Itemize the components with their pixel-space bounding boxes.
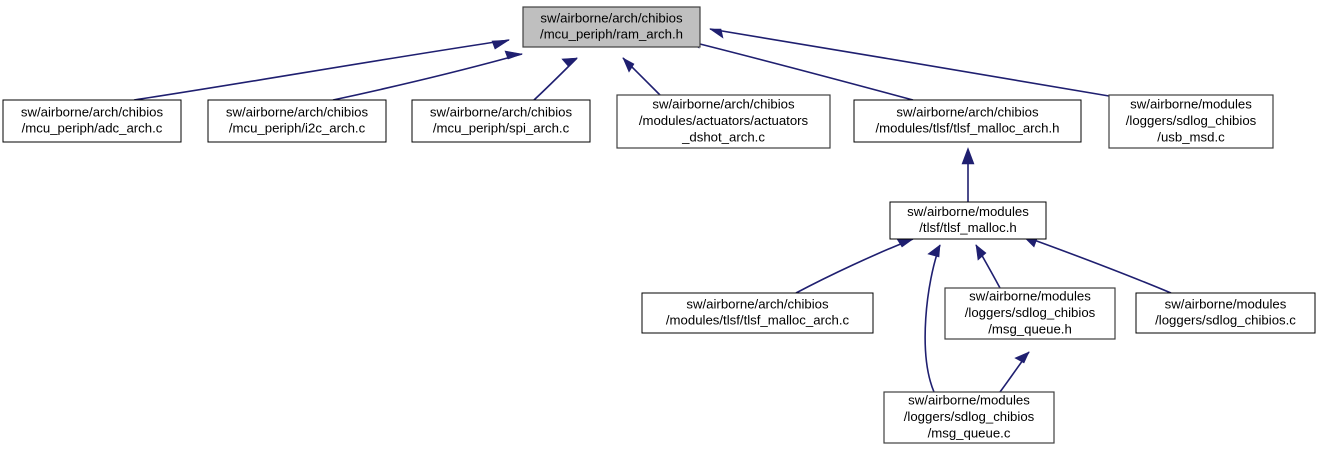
node-label-line: sw/airborne/modules [1165, 296, 1287, 311]
arrowhead-icon [504, 50, 524, 60]
edge-msg_queue_h-to-tlsf_malloc_h [975, 244, 1001, 289]
arrowhead-icon [896, 238, 914, 248]
node-label-line: /msg_queue.h [988, 321, 1072, 336]
graph-node-msg_queue_h[interactable]: sw/airborne/modules/loggers/sdlog_chibio… [944, 287, 1116, 340]
node-label-line: sw/airborne/arch/chibios [226, 104, 369, 119]
arrowhead-icon [561, 57, 578, 67]
node-box[interactable] [641, 292, 874, 334]
node-box[interactable] [944, 287, 1116, 340]
node-box[interactable] [411, 99, 591, 143]
edge-line [133, 39, 510, 101]
graph-node-actuators_dshot_arch_c[interactable]: sw/airborne/arch/chibios/modules/actuato… [616, 94, 831, 149]
edge-line [332, 53, 523, 101]
node-box[interactable] [889, 201, 1047, 240]
graph-node-i2c_arch_c[interactable]: sw/airborne/arch/chibios/mcu_periph/i2c_… [207, 99, 387, 143]
node-label-line: sw/airborne/arch/chibios [896, 104, 1039, 119]
edge-sdlog_chibios_c-to-tlsf_malloc_h [1022, 235, 1172, 294]
node-box[interactable] [1135, 292, 1316, 334]
edge-msg_queue_c-to-tlsf_malloc_h [924, 244, 941, 393]
node-label-line: sw/airborne/modules [969, 289, 1091, 304]
node-label-line: /mcu_periph/ram_arch.h [540, 27, 683, 42]
node-label-line: /msg_queue.c [928, 425, 1011, 440]
node-box[interactable] [883, 391, 1055, 444]
nodes-layer: sw/airborne/arch/chibios/mcu_periph/ram_… [2, 6, 1316, 444]
node-label-line: /tlsf/tlsf_malloc.h [919, 220, 1016, 235]
node-label-line: /loggers/sdlog_chibios [965, 305, 1096, 320]
graph-node-msg_queue_c[interactable]: sw/airborne/modules/loggers/sdlog_chibio… [883, 391, 1055, 444]
edge-usb_msd_c-to-ram_arch_h [709, 28, 1110, 97]
node-label-line: sw/airborne/arch/chibios [21, 104, 164, 119]
node-label-line: sw/airborne/arch/chibios [540, 10, 683, 25]
graph-node-spi_arch_c[interactable]: sw/airborne/arch/chibios/mcu_periph/spi_… [411, 99, 591, 143]
node-box[interactable] [853, 99, 1082, 143]
edge-line [533, 57, 578, 101]
node-box[interactable] [2, 99, 182, 143]
node-label-line: /modules/tlsf/tlsf_malloc_arch.c [666, 313, 850, 328]
arrowhead-icon [961, 147, 975, 165]
node-label-line: /mcu_periph/i2c_arch.c [229, 121, 366, 136]
graph-node-adc_arch_c[interactable]: sw/airborne/arch/chibios/mcu_periph/adc_… [2, 99, 182, 143]
node-label-line: /loggers/sdlog_chibios [904, 409, 1035, 424]
node-label-line: _dshot_arch.c [681, 129, 765, 144]
node-label-line: /modules/tlsf/tlsf_malloc_arch.h [876, 121, 1060, 136]
edge-actuators_dshot_arch_c-to-ram_arch_h [622, 57, 661, 96]
arrowhead-icon [927, 244, 941, 258]
edge-tlsf_malloc_h-to-tlsf_malloc_arch_h [961, 147, 975, 202]
edge-spi_arch_c-to-ram_arch_h [533, 57, 578, 101]
arrowhead-icon [491, 39, 511, 50]
edge-adc_arch_c-to-ram_arch_h [133, 39, 511, 101]
graph-node-sdlog_chibios_c[interactable]: sw/airborne/modules/loggers/sdlog_chibio… [1135, 292, 1316, 334]
arrowhead-icon [975, 244, 987, 261]
edge-line [683, 39, 914, 101]
edge-line [709, 28, 1110, 97]
edge-msg_queue_c-to-msg_queue_h [999, 351, 1030, 393]
edge-tlsf_malloc_arch_h-to-ram_arch_h [683, 39, 914, 101]
arrowhead-icon [622, 57, 635, 73]
edge-line [795, 238, 914, 294]
node-box[interactable] [1108, 94, 1274, 149]
node-label-line: /mcu_periph/adc_arch.c [22, 121, 163, 136]
arrowhead-icon [1014, 351, 1030, 364]
node-box[interactable] [616, 94, 831, 149]
edge-tlsf_malloc_arch_c-to-tlsf_malloc_h [795, 238, 914, 294]
graph-node-tlsf_malloc_h[interactable]: sw/airborne/modules/tlsf/tlsf_malloc.h [889, 201, 1047, 240]
node-label-line: sw/airborne/arch/chibios [686, 296, 829, 311]
edge-line [1022, 235, 1172, 294]
node-label-line: sw/airborne/arch/chibios [430, 104, 573, 119]
node-box[interactable] [207, 99, 387, 143]
node-label-line: sw/airborne/arch/chibios [652, 97, 795, 112]
node-label-line: /usb_msd.c [1157, 129, 1225, 144]
graph-node-tlsf_malloc_arch_h[interactable]: sw/airborne/arch/chibios/modules/tlsf/tl… [853, 99, 1082, 143]
node-label-line: /modules/actuators/actuators [639, 113, 809, 128]
graph-node-tlsf_malloc_arch_c[interactable]: sw/airborne/arch/chibios/modules/tlsf/tl… [641, 292, 874, 334]
edge-line [924, 244, 941, 393]
graph-node-ram_arch_h[interactable]: sw/airborne/arch/chibios/mcu_periph/ram_… [522, 6, 701, 48]
node-label-line: sw/airborne/modules [1130, 97, 1252, 112]
node-label-line: sw/airborne/modules [908, 393, 1030, 408]
node-label-line: /loggers/sdlog_chibios [1126, 113, 1257, 128]
node-label-line: /loggers/sdlog_chibios.c [1155, 313, 1296, 328]
node-label-line: sw/airborne/modules [907, 204, 1029, 219]
edge-i2c_arch_c-to-ram_arch_h [332, 50, 524, 101]
arrowhead-icon [709, 28, 724, 39]
node-label-line: /mcu_periph/spi_arch.c [433, 121, 570, 136]
graph-node-usb_msd_c[interactable]: sw/airborne/modules/loggers/sdlog_chibio… [1108, 94, 1274, 149]
node-box[interactable] [522, 6, 701, 48]
